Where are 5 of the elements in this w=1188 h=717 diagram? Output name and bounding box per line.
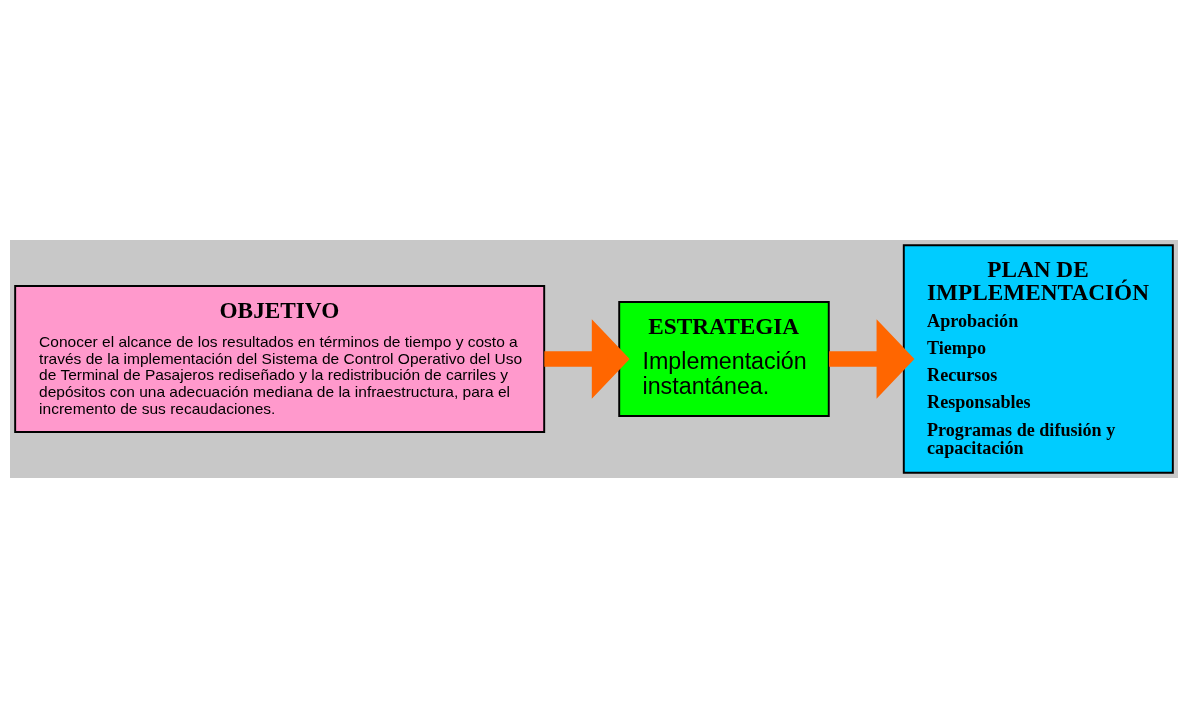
arrow	[829, 318, 915, 399]
node-box: PLAN DE IMPLEMENTACIÓN Aprobación Tiempo Recursos Responsables Programas de difusión y capacitación	[902, 243, 1174, 474]
node-box: ESTRATEGIA Implementación instantánea.	[618, 300, 830, 417]
arrow	[544, 318, 630, 399]
node-box: OBJETIVO Conocer el alcance de los resultados en términos de tiempo y costo a través de la implementación del Sistema de Control Operativo del Uso de Terminal de Pasajeros rediseñado y la redistribución de carriles y depósitos con una adecuación mediana de la infraestructura, para el incremento de sus recaudaciones.	[14, 284, 546, 433]
